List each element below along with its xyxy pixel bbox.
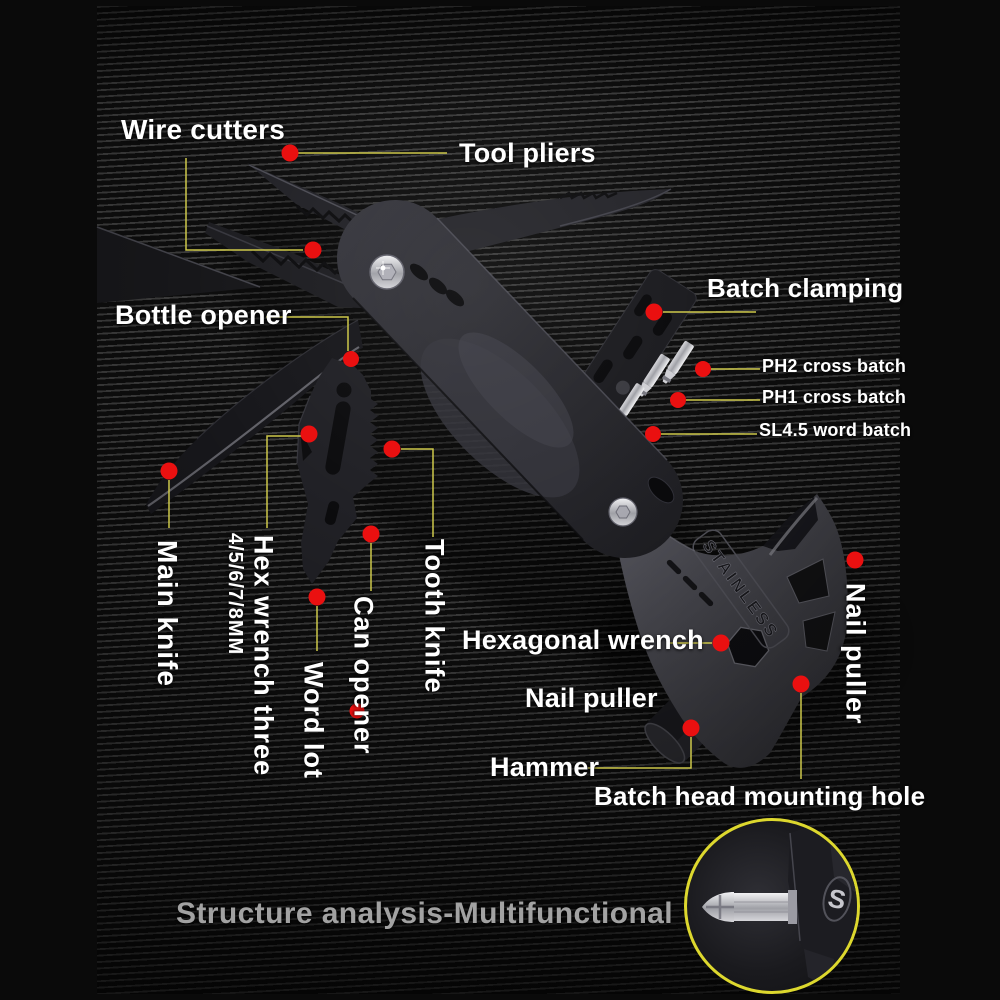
dot-wire-cutters (304, 241, 322, 259)
inset-screwdriver-bit (702, 890, 797, 924)
label-can-opener: Can opener (348, 596, 379, 755)
line-bottle-opener (266, 316, 349, 351)
callout-lines (168, 152, 802, 779)
dot-sl45 (645, 426, 661, 442)
dot-hammer (682, 719, 700, 737)
dot-nail-puller-right (846, 551, 864, 569)
label-wire-cutters: Wire cutters (121, 114, 285, 145)
line-tooth-knife (401, 448, 434, 537)
dot-ph1 (670, 392, 686, 408)
dot-tool-pliers (281, 144, 299, 162)
dot-main-knife (160, 462, 178, 480)
label-hex-wrench-sizes: 4/5/6/7/8MM (224, 533, 246, 656)
label-nail-puller-right: Nail puller (840, 583, 871, 725)
dot-ph2 (695, 361, 711, 377)
inset-engraving-letter: S (825, 883, 848, 916)
folded-blade-tip (96, 226, 263, 303)
pivot-screw (369, 254, 405, 290)
bit-ph2 (661, 340, 694, 384)
label-bottle-opener: Bottle opener (115, 300, 292, 330)
inset-detail-circle: S (684, 818, 860, 994)
label-main-knife: Main knife (151, 540, 183, 687)
line-wire-cutters (185, 158, 303, 251)
label-hexagonal-wrench: Hexagonal wrench (462, 625, 704, 655)
label-batch-head-hole: Batch head mounting hole (594, 781, 926, 811)
callout-dots (160, 144, 864, 737)
label-batch-clamping: Batch clamping (707, 273, 904, 303)
dot-batch-clamping (645, 303, 663, 321)
dot-hex-wrench (300, 425, 318, 443)
label-sl45-word-batch: SL4.5 word batch (759, 420, 912, 440)
saw-blade (404, 188, 672, 259)
dot-word-lot (308, 588, 326, 606)
label-tool-pliers: Tool pliers (459, 138, 596, 168)
handle (337, 200, 683, 558)
multitool-card (296, 358, 378, 584)
page-title: Structure analysis-Multifunctional (176, 897, 673, 930)
label-word-lot: Word lot (298, 662, 329, 779)
label-hammer: Hammer (490, 752, 600, 782)
dot-hexagonal-wrench (712, 634, 730, 652)
bit-holder (577, 269, 697, 415)
line-hammer (588, 737, 692, 769)
bottom-screw (608, 497, 638, 527)
dot-tooth-knife (383, 440, 401, 458)
dot-batch-head-hole (792, 675, 810, 693)
main-knife-blade (146, 319, 363, 514)
dot-extra (349, 703, 365, 719)
inset-tool-wedge: S (788, 821, 857, 991)
label-hex-wrench-three: Hex wrench three (248, 535, 279, 777)
label-ph2-cross-batch: PH2 cross batch (762, 356, 907, 376)
line-hex-wrench (266, 435, 301, 528)
dot-can-opener (362, 525, 380, 543)
label-ph1-cross-batch: PH1 cross batch (762, 387, 907, 407)
label-tooth-knife: Tooth knife (419, 539, 450, 694)
dot-bottle-opener (343, 351, 359, 367)
label-nail-puller-left: Nail puller (525, 683, 658, 713)
